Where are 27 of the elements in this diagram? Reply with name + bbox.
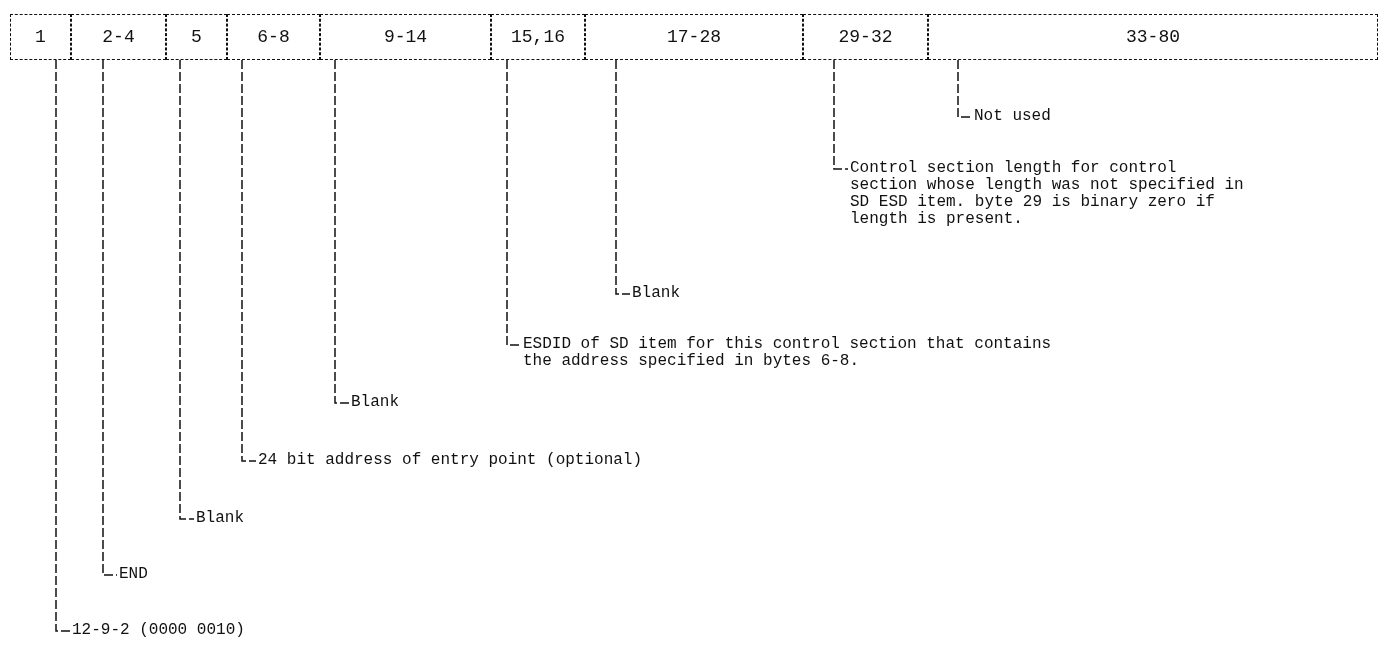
field-description: END bbox=[119, 566, 148, 583]
field-cell: 29-32 bbox=[803, 14, 928, 60]
field-description: Blank bbox=[196, 510, 244, 527]
field-cell: 17-28 bbox=[585, 14, 803, 60]
leader-line bbox=[179, 59, 195, 520]
leader-line bbox=[957, 59, 973, 118]
field-cell: 2-4 bbox=[71, 14, 166, 60]
field-description: Blank bbox=[632, 285, 680, 302]
leader-line bbox=[241, 59, 257, 462]
leader-line bbox=[506, 59, 522, 346]
field-cell: 5 bbox=[166, 14, 227, 60]
field-cell: 6-8 bbox=[227, 14, 320, 60]
field-description: ESDID of SD item for this control section that contains the address specified in bytes 6-8. bbox=[523, 336, 1083, 370]
field-cell: 15,16 bbox=[491, 14, 585, 60]
leader-line bbox=[55, 59, 71, 632]
field-description: Blank bbox=[351, 394, 399, 411]
field-description: Control section length for control section whose length was not specified in SD ESD item. byte 29 is binary zero if length is present. bbox=[850, 160, 1250, 228]
field-cell: 1 bbox=[10, 14, 71, 60]
field-cell: 9-14 bbox=[320, 14, 491, 60]
field-description: 24 bit address of entry point (optional) bbox=[258, 452, 643, 469]
leader-line bbox=[334, 59, 350, 404]
leader-line bbox=[833, 59, 849, 170]
leader-line bbox=[102, 59, 118, 576]
leader-line bbox=[615, 59, 631, 295]
field-cell: 33-80 bbox=[928, 14, 1378, 60]
field-description: 12-9-2 (0000 0010) bbox=[72, 622, 245, 639]
field-description: Not used bbox=[974, 108, 1051, 125]
